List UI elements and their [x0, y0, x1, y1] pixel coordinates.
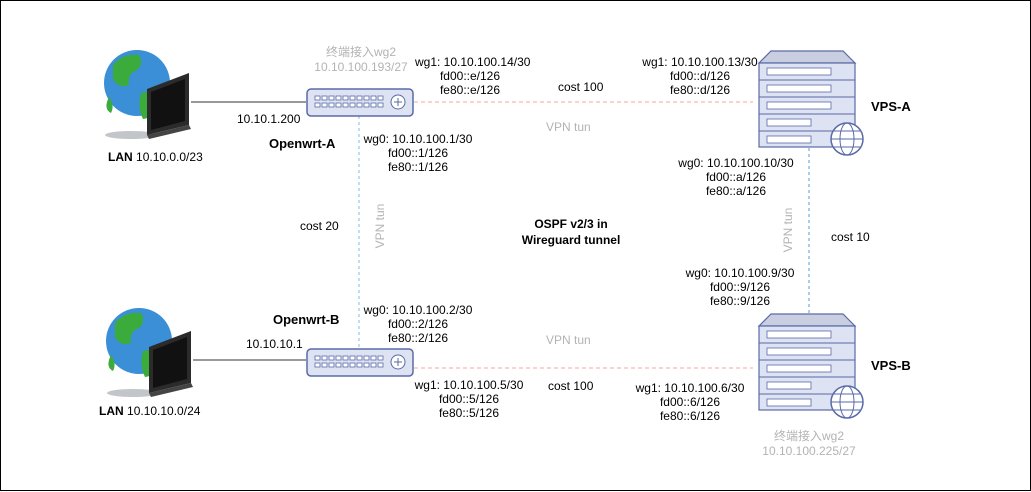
lan-b-subnet: 10.10.10.0/24 — [127, 404, 201, 418]
cost-bottom: cost 100 — [548, 379, 594, 393]
vpsb-wg0-ll: fe80::9/126 — [709, 294, 771, 308]
vpsa-wg1-ip: wg1: 10.10.100.13/30 — [642, 55, 758, 69]
owb-wg0-ip: wg0: 10.10.100.2/30 — [363, 303, 473, 317]
vpsb-wg1-ula: fd00::6/126 — [659, 395, 721, 409]
lan-a-label: LAN 10.10.0.0/23 — [108, 150, 203, 164]
vpsb-wg0-block: wg0: 10.10.100.9/30 fd00::9/126 fe80::9/… — [682, 266, 798, 308]
term-a-title: 终端接入wg2 — [325, 45, 396, 59]
vpn-tun-top: VPN tun — [546, 120, 591, 134]
cost-top: cost 100 — [558, 80, 604, 94]
lan-a-gateway: 10.10.1.200 — [237, 112, 301, 126]
owa-wg1-ll: fe80::e/126 — [439, 83, 501, 97]
vpsa-wg0-block: wg0: 10.10.100.10/30 fd00::a/126 fe80::a… — [678, 156, 794, 198]
vpsa-wg0-ula: fd00::a/126 — [705, 170, 767, 184]
openwrt-b-name: Openwrt-B — [273, 312, 340, 327]
owa-wg1-ula: fd00::e/126 — [439, 69, 501, 83]
lan-b-host-icon — [106, 308, 193, 397]
vpsb-wg1-ll: fe80::6/126 — [659, 409, 721, 423]
owa-wg1-ip: wg1: 10.10.100.14/30 — [415, 55, 531, 69]
owb-wg1-ll: fe80::5/126 — [438, 406, 500, 420]
vpsb-wg0-ip: wg0: 10.10.100.9/30 — [685, 266, 795, 280]
owa-wg0-block: wg0: 10.10.100.1/30 fd00::1/126 fe80::1/… — [363, 132, 473, 174]
vpsb-wg0-ula: fd00::9/126 — [709, 280, 771, 294]
owa-wg0-ip: wg0: 10.10.100.1/30 — [363, 132, 473, 146]
lan-b-gateway: 10.10.10.1 — [246, 337, 303, 351]
center-title-line-2: Wireguard tunnel — [521, 233, 621, 247]
term-a-ip: 10.10.100.193/27 — [314, 60, 408, 74]
server-b-icon — [757, 313, 864, 419]
router-a-icon — [306, 88, 414, 117]
owb-wg0-ula: fd00::2/126 — [387, 317, 449, 331]
vpn-tun-left: VPN tun — [373, 203, 387, 249]
vpsa-wg1-block: wg1: 10.10.100.13/30 fd00::d/126 fe80::d… — [642, 55, 758, 97]
owb-wg0-block: wg0: 10.10.100.2/30 fd00::2/126 fe80::2/… — [363, 303, 473, 345]
vpn-tun-right: VPN tun — [781, 207, 795, 253]
vpsa-wg0-ll: fe80::a/126 — [705, 184, 767, 198]
vpsa-wg1-ll: fe80::d/126 — [669, 83, 731, 97]
lan-a-host-icon — [104, 50, 191, 139]
server-a-icon — [757, 50, 864, 156]
vps-a-name: VPS-A — [871, 99, 911, 114]
term-b-ip: 10.10.100.225/27 — [762, 444, 856, 458]
vpsb-wg1-ip: wg1: 10.10.100.6/30 — [635, 381, 745, 395]
cost-right: cost 10 — [831, 230, 870, 244]
owa-wg1-block: wg1: 10.10.100.14/30 fd00::e/126 fe80::e… — [415, 55, 531, 97]
lan-a-subnet: 10.10.0.0/23 — [136, 150, 203, 164]
owb-wg1-ip: wg1: 10.10.100.5/30 — [414, 378, 524, 392]
openwrt-a-name: Openwrt-A — [269, 136, 336, 151]
owb-wg1-block: wg1: 10.10.100.5/30 fd00::5/126 fe80::5/… — [414, 378, 524, 420]
term-b-title: 终端接入wg2 — [773, 429, 844, 443]
router-b-icon — [306, 348, 414, 377]
owb-wg0-ll: fe80::2/126 — [387, 331, 449, 345]
lan-b-label: LAN 10.10.10.0/24 — [99, 404, 201, 418]
cost-left: cost 20 — [300, 219, 339, 233]
vpsa-wg0-ip: wg0: 10.10.100.10/30 — [678, 156, 794, 170]
vpsa-wg1-ula: fd00::d/126 — [669, 69, 731, 83]
vpn-tun-bottom: VPN tun — [546, 333, 591, 347]
vpsb-wg1-block: wg1: 10.10.100.6/30 fd00::6/126 fe80::6/… — [632, 381, 748, 423]
vps-b-name: VPS-B — [871, 358, 911, 373]
owb-wg1-ula: fd00::5/126 — [438, 392, 500, 406]
center-title-line-1: OSPF v2/3 in — [534, 217, 608, 231]
owa-wg0-ll: fe80::1/126 — [387, 160, 449, 174]
owa-wg0-ula: fd00::1/126 — [387, 146, 449, 160]
